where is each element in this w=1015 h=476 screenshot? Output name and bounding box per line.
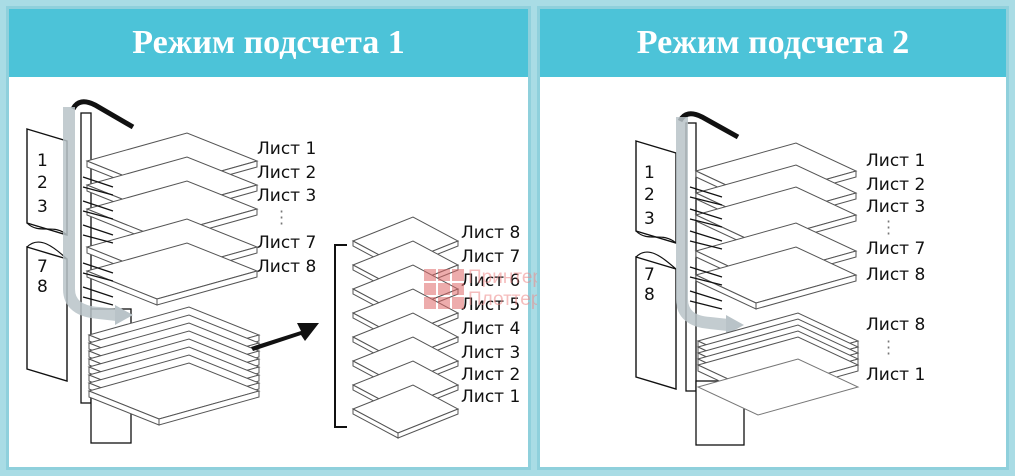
input-sheet-label: Лист 7 bbox=[257, 233, 317, 253]
ticket-number: 3 bbox=[644, 209, 655, 229]
input-sheet-label: Лист 2 bbox=[866, 175, 926, 195]
input-sheet-label: Лист 2 bbox=[257, 163, 317, 183]
ticket-strip-bottom bbox=[26, 246, 68, 382]
input-sheet-label: Лист 3 bbox=[866, 197, 926, 217]
ticket-number: 7 bbox=[644, 265, 655, 285]
input-sheet-label: Лист 8 bbox=[866, 265, 926, 285]
input-sheet-label: Лист 3 bbox=[257, 186, 317, 206]
ticket-number: 1 bbox=[644, 163, 655, 183]
output-sheet-label: Лист 5 bbox=[461, 295, 521, 315]
ticket-number: 1 bbox=[37, 151, 48, 171]
panel-2-title: Режим подсчета 2 bbox=[540, 9, 1006, 77]
counting-mode-1-panel: Режим подсчета 1 bbox=[6, 6, 567, 470]
output-sheet-label: Лист 1 bbox=[866, 365, 926, 385]
output-sheet-label: Лист 6 bbox=[461, 271, 521, 291]
input-sheet-label: Лист 1 bbox=[866, 151, 926, 171]
ticket-number: 2 bbox=[37, 173, 48, 193]
counting-mode-2-panel: Режим подсчета 2 bbox=[537, 6, 1009, 470]
black-arrow bbox=[251, 323, 319, 351]
panel-1-title: Режим подсчета 1 bbox=[9, 9, 528, 77]
input-sheet-label: Лист 8 bbox=[257, 257, 317, 277]
ticket-number: 3 bbox=[37, 197, 48, 217]
watermark-logo-icon bbox=[424, 269, 464, 309]
ellipsis-dots: ··· bbox=[279, 202, 285, 233]
output-sheet-label: Лист 8 bbox=[461, 223, 521, 243]
ticket-number: 8 bbox=[644, 285, 655, 305]
ticket-number: 2 bbox=[644, 185, 655, 205]
ticket-number: 7 bbox=[37, 257, 48, 277]
output-sheet-label: Лист 4 bbox=[461, 319, 521, 339]
ellipsis-dots: ··· bbox=[886, 332, 892, 363]
output-sheet-label: Лист 8 bbox=[866, 315, 926, 335]
ticket-number: 8 bbox=[37, 277, 48, 297]
input-sheet-label: Лист 7 bbox=[866, 239, 926, 259]
ellipsis-dots: ··· bbox=[886, 212, 892, 243]
output-sheet-label: Лист 7 bbox=[461, 247, 521, 267]
output-sheet-label: Лист 2 bbox=[461, 365, 521, 385]
input-sheet-label: Лист 1 bbox=[257, 139, 317, 159]
output-sheet-label: Лист 3 bbox=[461, 343, 521, 363]
output-sheet-label: Лист 1 bbox=[461, 387, 521, 407]
panel-1-illustration bbox=[26, 99, 459, 444]
panel-2-illustration bbox=[635, 111, 860, 446]
